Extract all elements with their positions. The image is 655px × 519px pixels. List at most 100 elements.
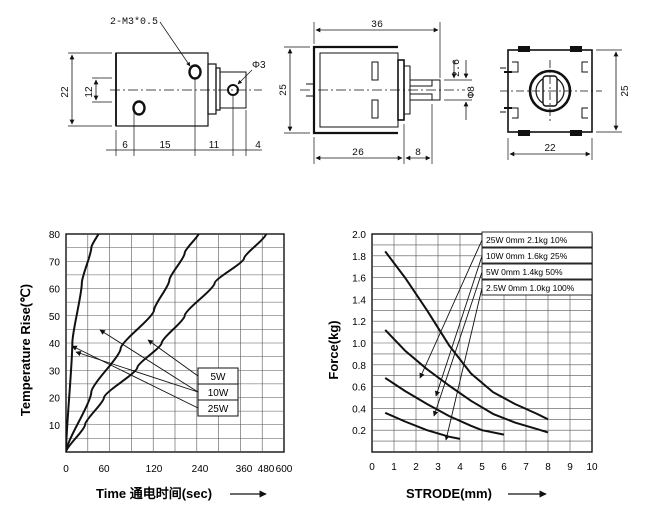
chart1-ytick: 40 [49, 339, 61, 350]
chart1-grid [65, 233, 285, 453]
chart2-series-line [384, 377, 505, 436]
chart1-ytick: 70 [49, 257, 61, 268]
chart2-xtick: 3 [435, 462, 441, 473]
chart2-ytick: 0.8 [352, 361, 366, 372]
d4-label: 4 [255, 140, 261, 151]
chart2-legend-leader [444, 287, 483, 441]
chart2-series [384, 250, 549, 440]
chart2-series-line [384, 250, 549, 421]
chart1-legend-leader [71, 345, 199, 409]
chart2-series-line [384, 329, 549, 434]
inner-label: 12 [84, 86, 95, 98]
chart2-legend-box [481, 247, 593, 264]
chart2-ytick: 1.8 [352, 252, 366, 263]
chart2-legend-label: 25W 0mm 2.1kg 10% [486, 235, 568, 245]
chart2-xtick: 8 [545, 462, 551, 473]
bottom-label: 26 [352, 148, 364, 159]
chart1-ytick: 20 [49, 394, 61, 405]
chart2-xtick: 2 [413, 462, 419, 473]
end-width-label: 22 [544, 143, 556, 154]
front-height-label: 25 [279, 84, 290, 96]
chart2-series-line [384, 411, 461, 440]
chart1-series-line [66, 234, 200, 452]
chart2-xtick: 1 [391, 462, 397, 473]
chart1-ylabel: Temperature Rise(℃) [18, 284, 33, 416]
solenoid-body [115, 52, 209, 127]
front-view-drawing [284, 22, 472, 164]
chart1-xtick: 0 [63, 464, 69, 475]
chart2-legend-leader [434, 255, 483, 397]
chart2-xtick: 0 [369, 462, 375, 473]
mounting-hole-top [188, 64, 202, 80]
chart1-ytick: 50 [49, 312, 61, 323]
chart1-xtick: 120 [146, 464, 163, 475]
chart1-legend-label: 5W [211, 372, 227, 383]
chart2-ytick: 0.4 [352, 404, 366, 415]
d2-label: 15 [159, 140, 171, 151]
d1-label: 6 [122, 140, 128, 151]
chart2-legend-box [481, 231, 593, 248]
chart2-ytick: 1.4 [352, 295, 366, 306]
chart2-ytick: 1.2 [352, 317, 366, 328]
chart2-xtick: 5 [479, 462, 485, 473]
chart2-xtick: 4 [457, 462, 463, 473]
chart2-ytick: 2.0 [352, 230, 366, 241]
chart2-xtick: 6 [501, 462, 507, 473]
chart2-ytick: 0.2 [352, 426, 366, 437]
chart1-legend-label: 10W [208, 388, 229, 399]
end-view-drawing [500, 46, 622, 160]
end-view-labels: 25 22 [544, 85, 631, 154]
chart2-xlabel: STRODE(mm) [406, 486, 492, 501]
chart1-legend-leader [147, 339, 199, 377]
mounting-hole-bottom [132, 100, 146, 116]
chart1-series [66, 234, 267, 452]
chart1-series-line [66, 234, 100, 452]
chart2-ytick: 1.6 [352, 274, 366, 285]
side-view-drawing [68, 21, 262, 156]
chart2-legend-box [481, 279, 593, 296]
height-label: 22 [60, 86, 71, 98]
chart2-ytick: 0.6 [352, 383, 366, 394]
chart2-legend: 25W 0mm 2.1kg 10% 10W 0mm 1.6kg 25% 5W 0mm… [419, 231, 593, 441]
chart1-legend: 5W 10W 25W [71, 329, 239, 417]
chart1-series-line [66, 234, 267, 452]
plunger-label: 8 [415, 148, 421, 159]
chart1-legend-leader [99, 329, 199, 393]
chart2-legend-leader [432, 271, 483, 417]
chart2-ticks: 0 1 2 3 4 5 6 7 8 9 10 0.2 0.4 0.6 0.8 1.0 1.2 1.4 1.6 1.8 2… [352, 230, 598, 473]
chart1-legend-leader [75, 350, 199, 393]
end-flange [207, 63, 217, 115]
chart2-ytick: 1.0 [352, 339, 366, 350]
side-view-labels: 2-M3*0.5 Φ3 22 12 6 15 11 4 [60, 16, 266, 151]
dia-label: Φ8 [467, 86, 478, 98]
chart2-xtick: 7 [523, 462, 529, 473]
chart2-legend-label: 5W 0mm 1.4kg 50% [486, 267, 563, 277]
chart2-legend-label: 2.5W 0mm 1.0kg 100% [486, 283, 575, 293]
chart1-legend-label: 25W [208, 404, 229, 415]
d3-label: 11 [209, 140, 220, 151]
front-view-labels: 36 25 2.6 Φ8 26 8 [279, 20, 478, 159]
chart2-xtick: 10 [586, 462, 598, 473]
width-label: 36 [371, 20, 383, 31]
chart1-xtick: 600 [276, 464, 293, 475]
chart1-ytick: 60 [49, 285, 61, 296]
d1-label: 2.6 [452, 59, 463, 77]
chart1-xlabel: Time 通电时间(sec) [96, 486, 212, 501]
chart2-legend-leader [419, 239, 483, 379]
chart1-xtick: 60 [98, 464, 110, 475]
end-height-label: 25 [620, 85, 631, 97]
chart2-xtick: 9 [567, 462, 573, 473]
chart2-ylabel: Force(kg) [326, 320, 341, 379]
thread-label: 2-M3*0.5 [110, 16, 158, 28]
dia-label: Φ3 [252, 60, 266, 71]
force-stroke-chart: 0 1 2 3 4 5 6 7 8 9 10 0.2 0.4 0.6 0.8 1.0 1.2 1.4 1.6 1.8 2… [326, 230, 598, 501]
chart1-ytick: 10 [49, 421, 61, 432]
end-cap [215, 67, 221, 111]
chart1-xtick: 240 [192, 464, 209, 475]
chart2-legend-label: 10W 0mm 1.6kg 25% [486, 251, 568, 261]
chart1-ytick: 30 [49, 366, 61, 377]
chart1-ytick: 80 [49, 230, 61, 241]
